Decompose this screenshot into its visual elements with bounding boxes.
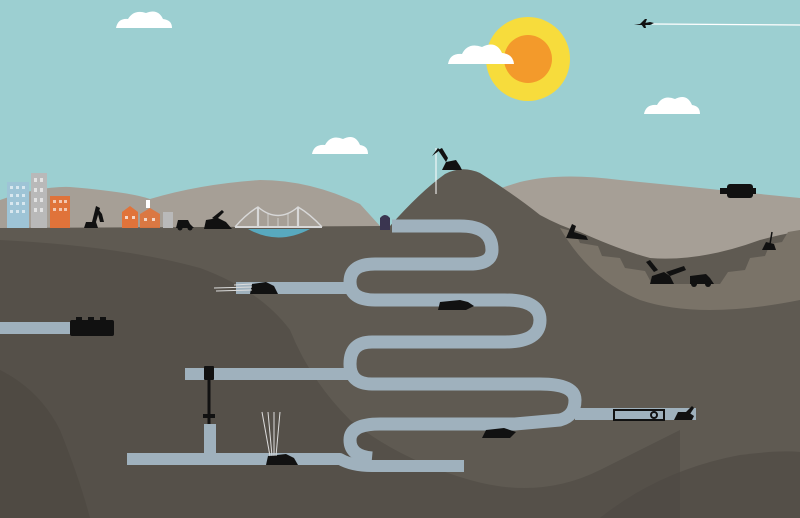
truck-icon [690, 274, 714, 287]
suspension-bridge-icon [234, 206, 323, 228]
tunnel-portal-icon [380, 215, 390, 230]
cloud-icon [448, 44, 514, 64]
rock-stratum [0, 370, 90, 518]
crane-icon [646, 260, 686, 284]
drill-jumbo-icon [213, 282, 278, 294]
open-pit-mine [560, 228, 800, 310]
rock-stratum [0, 240, 680, 518]
drill-jumbo-icon [674, 406, 694, 420]
drill-rig-icon [566, 224, 588, 240]
cloud-icon [644, 97, 700, 114]
excavator-icon [84, 206, 104, 228]
sun-icon [486, 17, 570, 101]
drill-rig-icon [261, 411, 298, 465]
tunnel-branch [127, 453, 464, 472]
bulldozer-icon [204, 210, 232, 229]
loader-icon [176, 220, 194, 231]
cloud-icon [312, 137, 368, 154]
drill-rig-icon [762, 231, 776, 250]
lake [248, 229, 310, 238]
rock-stratum [600, 451, 800, 518]
mine-hoist-icon [720, 184, 756, 198]
airplane-icon [634, 19, 654, 28]
city-buildings-icon [7, 173, 70, 228]
loader-icon [438, 300, 474, 310]
excavator-icon [432, 148, 462, 194]
tunnel-boring-machine-icon [70, 317, 114, 336]
mine-train-icon [613, 409, 665, 421]
cloud-icon [116, 11, 172, 28]
loader-icon [482, 428, 516, 438]
serpentine-tunnel [343, 219, 582, 465]
mine-hoist-icon [203, 366, 215, 424]
contrail [651, 23, 800, 26]
house-icon [122, 200, 173, 228]
